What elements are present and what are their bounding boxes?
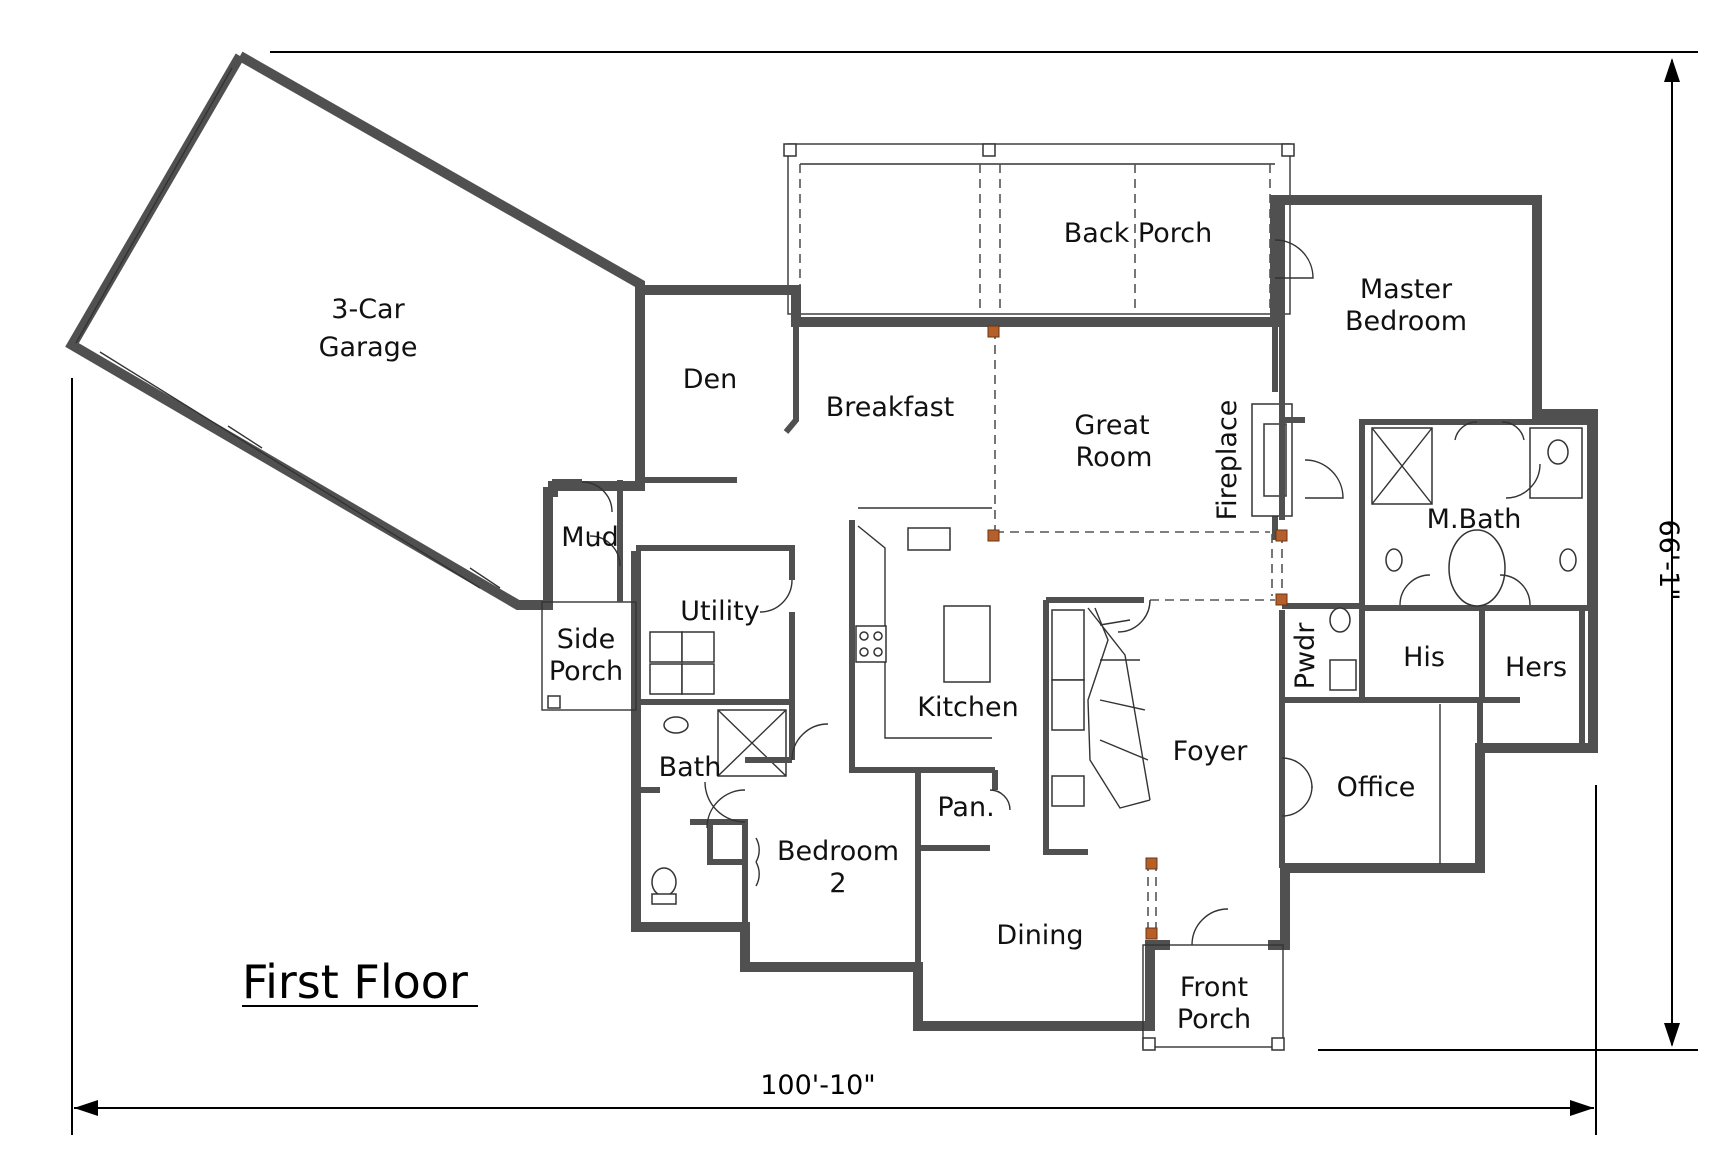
fireplace-label: Fireplace — [1212, 400, 1243, 521]
master-bedroom-label-line1: Master — [1360, 274, 1453, 305]
openings — [994, 330, 1283, 930]
front-porch-label-line1: Front — [1180, 972, 1248, 1003]
back-porch-label: Back Porch — [1064, 218, 1212, 249]
room-labels: 3-Car Garage Den Breakfast Back Porch Gr… — [319, 218, 1567, 1035]
den-label: Den — [683, 364, 738, 395]
depth-dimension-label: 66'-1" — [1653, 519, 1684, 600]
exterior-walls — [541, 143, 1598, 1051]
breakfast-label: Breakfast — [826, 392, 955, 423]
plan-title: First Floor — [242, 955, 468, 1009]
pwdr-label: Pwdr — [1290, 622, 1321, 690]
garage — [65, 51, 645, 610]
office-label: Office — [1337, 772, 1416, 803]
side-porch-label-line2: Porch — [549, 656, 623, 687]
dimension-lines — [71, 51, 1698, 1135]
columns — [987, 325, 1288, 940]
master-bedroom-label-line2: Bedroom — [1345, 306, 1467, 337]
bedroom2-label-line2: 2 — [829, 868, 846, 899]
bath-label: Bath — [659, 752, 722, 783]
great-room-label-line1: Great — [1074, 410, 1149, 441]
hers-label: Hers — [1505, 652, 1567, 683]
kitchen-label: Kitchen — [917, 692, 1018, 723]
interior-walls — [552, 200, 1593, 967]
mud-label: Mud — [561, 522, 619, 553]
pantry-label: Pan. — [937, 792, 994, 823]
dining-label: Dining — [996, 920, 1083, 951]
foyer-label: Foyer — [1173, 736, 1249, 767]
garage-label-line1: 3-Car — [331, 294, 405, 325]
bedroom2-label-line1: Bedroom — [777, 836, 899, 867]
door-swings — [581, 239, 1541, 946]
great-room-label-line2: Room — [1076, 442, 1153, 473]
garage-label-line2: Garage — [319, 332, 418, 363]
his-label: His — [1403, 642, 1445, 673]
utility-label: Utility — [680, 596, 759, 627]
front-porch-label-line2: Porch — [1177, 1004, 1251, 1035]
width-dimension-label: 100'-10" — [760, 1070, 875, 1101]
master-bath-label: M.Bath — [1427, 504, 1522, 535]
side-porch-label-line1: Side — [557, 624, 615, 655]
